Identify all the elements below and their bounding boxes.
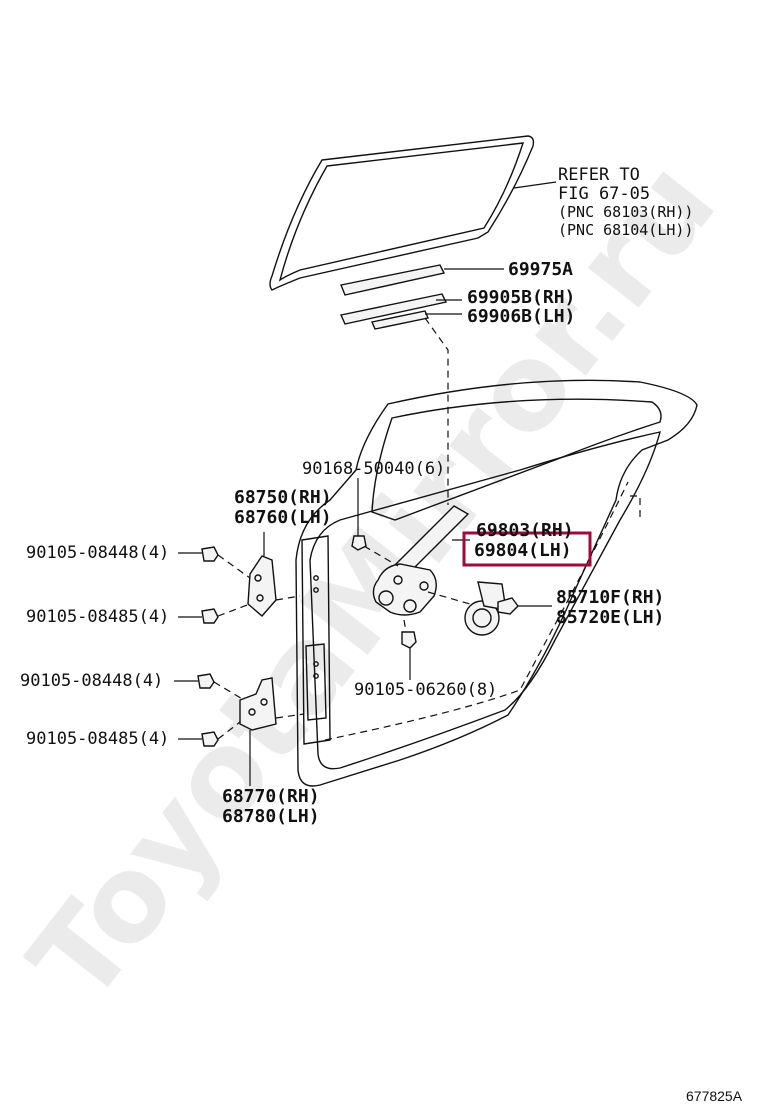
weatherstrip-69905b	[340, 293, 462, 325]
bolt-90105-08448-upper	[178, 546, 219, 562]
upper-hinge-dash-b	[217, 603, 251, 617]
label-refer-to: REFER TO	[558, 165, 640, 185]
label-90105-08448-upper[interactable]: 90105-08448(4)	[26, 543, 169, 563]
selected-part-highlight	[462, 531, 592, 567]
label-90105-08448-lower[interactable]: 90105-08448(4)	[20, 671, 163, 691]
label-69804[interactable]: 69804(LH)	[474, 540, 572, 561]
figure-code: 677825A	[686, 1088, 743, 1104]
door-glass	[269, 135, 535, 291]
lower-hinge-dash-c	[275, 713, 305, 719]
lower-hinge-dash-b	[217, 721, 241, 740]
guide-dashline	[424, 317, 449, 505]
label-69803[interactable]: 69803(RH)	[476, 520, 574, 541]
motor-dashline	[427, 591, 471, 605]
label-90105-06260[interactable]: 90105-06260(8)	[354, 680, 497, 700]
bolt-dashline	[363, 545, 399, 567]
window-regulator	[372, 505, 470, 616]
lower-hinge	[239, 677, 277, 786]
label-refer-fig: FIG 67-05	[558, 184, 650, 204]
label-68770[interactable]: 68770(RH)	[222, 786, 320, 807]
upper-hinge	[247, 532, 277, 617]
weatherstrip-69906b	[371, 310, 462, 330]
label-85720e[interactable]: 85720E(LH)	[556, 607, 664, 628]
bolt-90168	[351, 478, 367, 551]
upper-hinge-dash-c	[275, 595, 301, 601]
lower-hinge-dash-a	[213, 681, 245, 701]
bolt-90105-06260	[401, 631, 417, 680]
watermark: ToyotaMirror.ru	[3, 136, 742, 1028]
bolt-90105-08448-lower	[174, 673, 215, 689]
label-90105-08485-upper[interactable]: 90105-08485(4)	[26, 607, 169, 627]
label-69905b[interactable]: 69905B(RH)	[467, 287, 575, 308]
bolt-90105-08485-lower	[178, 731, 219, 747]
label-69975a[interactable]: 69975A	[508, 259, 573, 280]
label-refer-pnc-lh: (PNC 68104(LH))	[558, 221, 693, 239]
label-69906b[interactable]: 69906B(LH)	[467, 306, 575, 327]
label-90105-08485-lower[interactable]: 90105-08485(4)	[26, 729, 169, 749]
label-85710f[interactable]: 85710F(RH)	[556, 587, 664, 608]
leader-refer	[513, 181, 557, 189]
weatherstrip-69975a	[340, 264, 504, 296]
label-refer-pnc-rh: (PNC 68103(RH))	[558, 203, 693, 221]
rear-door-panel	[295, 379, 698, 787]
label-68760[interactable]: 68760(LH)	[234, 507, 332, 528]
label-68750[interactable]: 68750(RH)	[234, 487, 332, 508]
bolt2-dashline	[403, 619, 407, 633]
bolt-90105-08485-upper	[178, 608, 219, 624]
label-90168-50040[interactable]: 90168-50040(6)	[302, 459, 445, 479]
label-68780[interactable]: 68780(LH)	[222, 806, 320, 827]
upper-hinge-dash-a	[217, 554, 251, 579]
regulator-motor	[464, 581, 552, 636]
